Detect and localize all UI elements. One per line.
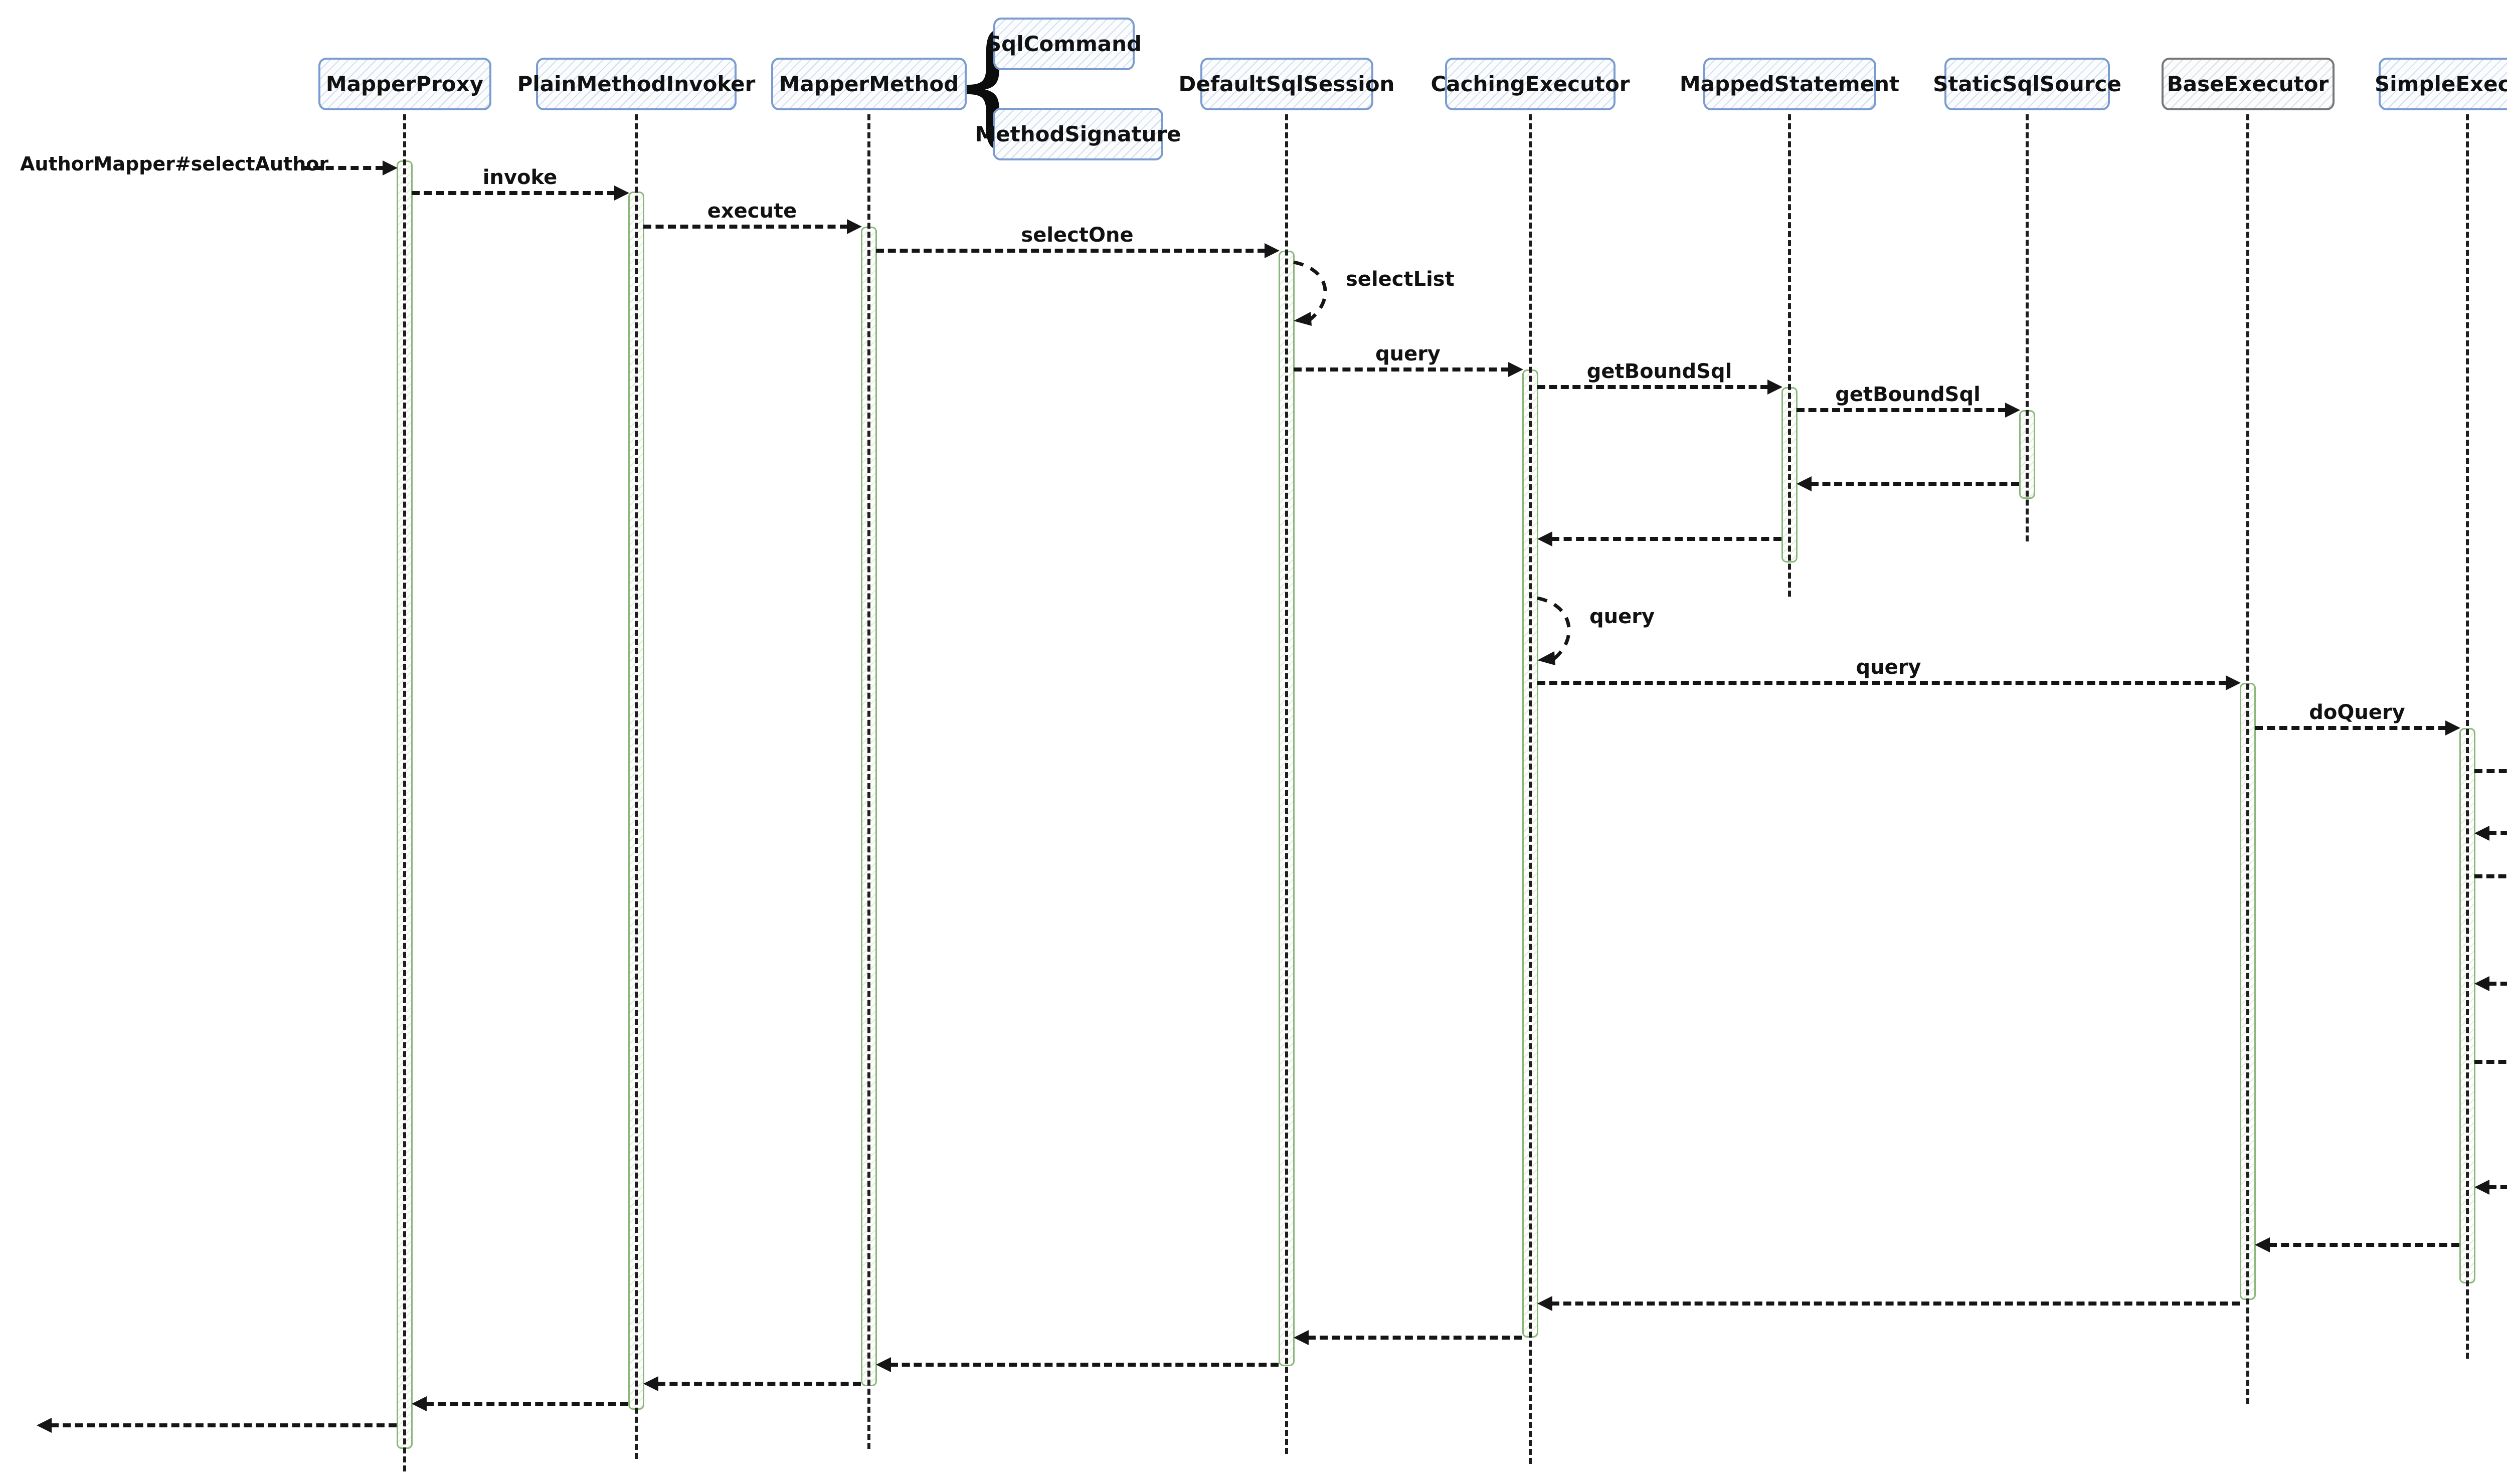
message-arrow [643,1376,861,1391]
message-label: prepare [2438,744,2507,767]
self-message [1533,594,1583,669]
message-label: query [1856,656,1921,679]
message-label: execute [707,200,797,223]
participant-box-DefaultSqlSession: DefaultSqlSession [1179,58,1394,110]
message-arrow [1294,362,1523,377]
participant-box-CachingExecutor: CachingExecutor [1430,58,1630,110]
lifeline-DefaultSqlSession [1285,114,1288,1454]
participant-label: SqlCommand [986,32,1142,56]
message-arrow [1537,1296,2240,1311]
arrowhead-right [847,219,862,234]
message-arrow [2474,874,2507,878]
message-arrow [1294,1330,1522,1345]
message-label: selectOne [1021,224,1134,247]
message-arrow [1797,476,2019,491]
arrowhead-left [412,1396,427,1411]
lifeline-StaticSqlSource [2026,114,2029,541]
participant-label: StaticSqlSource [1933,72,2121,96]
participant-label: PlainMethodInvoker [517,72,756,96]
arrowhead-right [2445,720,2460,735]
arrowhead-right [2226,675,2241,690]
participant-box-PlainMethodInvoker: PlainMethodInvoker [517,58,755,110]
message-arrow [2474,976,2507,991]
arrowhead-right [614,186,629,201]
self-message-arc [1293,260,1327,326]
message-label: query [1375,342,1441,365]
participant-box-SimpleExecutor: SimpleExecutor [2375,58,2507,110]
message-arrow [2474,769,2507,773]
message-arrow [1797,403,2020,418]
message-arrow [412,1396,628,1411]
message-label: query [1589,605,1655,628]
lifeline-MappedStatement [1788,114,1791,597]
message-label: getBoundSql [1835,383,1981,406]
arrowhead-left [1537,531,1552,546]
arrowhead-right [1767,380,1782,395]
lifeline-MapperProxy [403,114,406,1471]
message-arrow [876,243,1280,258]
participant-box-MappedStatement: MappedStatement [1680,58,1899,110]
message-arrow [643,219,862,234]
message-label: invoke [482,166,558,189]
participant-label: MapperProxy [325,72,484,96]
message-label: getBoundSql [1586,360,1732,383]
message-arrow [2255,1237,2459,1252]
caller-label: AuthorMapper#selectAuthor [20,153,329,175]
arrowhead-left [876,1357,891,1372]
message-arrow [2474,826,2507,841]
message-arrow [876,1357,1279,1372]
arrowhead-left [1797,476,1812,491]
lifeline-BaseExecutor [2246,114,2249,1404]
message-arrow [1537,675,2241,690]
lifeline-SimpleExecutor [2466,114,2469,1359]
participant-box-MethodSignature: MethodSignature [975,108,1181,160]
participant-label: BaseExecutor [2167,72,2329,96]
message-arrow [1537,380,1782,395]
participant-box-BaseExecutor: BaseExecutor [2161,58,2335,110]
self-message-arc [1537,596,1571,665]
participant-label: MappedStatement [1679,72,1900,96]
arrowhead-left [2474,1180,2489,1195]
arrowhead-left [1294,1330,1309,1345]
message-arrow [2474,1060,2507,1064]
self-message [1290,258,1340,330]
participant-label: CachingExecutor [1430,72,1630,96]
participant-box-StaticSqlSource: StaticSqlSource [1933,58,2121,110]
arrowhead-left [2474,826,2489,841]
arrowhead-left [643,1376,658,1391]
arrowhead-left [2474,976,2489,991]
arrowhead-right [383,160,398,175]
participant-box-MapperProxy: MapperProxy [318,58,491,110]
arrowhead-right [1265,243,1280,258]
message-arrow [1537,531,1781,546]
arrowhead-left [2255,1237,2270,1252]
participant-label: MethodSignature [975,122,1181,146]
message-arrow [412,186,629,201]
participant-box-SqlCommand: SqlCommand [986,18,1142,70]
participant-label: MapperMethod [779,72,959,96]
arrowhead-left [37,1418,52,1433]
arrowhead-right [1508,362,1523,377]
message-arrow [301,160,398,175]
message-arrow [2474,1180,2507,1195]
participant-box-MapperMethod: MapperMethod [771,58,967,110]
message-arrow [2255,720,2460,735]
lifeline-MapperMethod [867,114,870,1449]
message-label: doQuery [2309,701,2405,724]
lifeline-PlainMethodInvoker [635,114,638,1459]
arrowhead-left [1537,1296,1552,1311]
message-label: selectList [1346,267,1455,291]
participant-label: SimpleExecutor [2374,72,2507,96]
participant-label: DefaultSqlSession [1178,72,1395,96]
arrowhead-right [2005,403,2020,418]
message-arrow [37,1418,397,1433]
lifeline-CachingExecutor [1529,114,1532,1464]
